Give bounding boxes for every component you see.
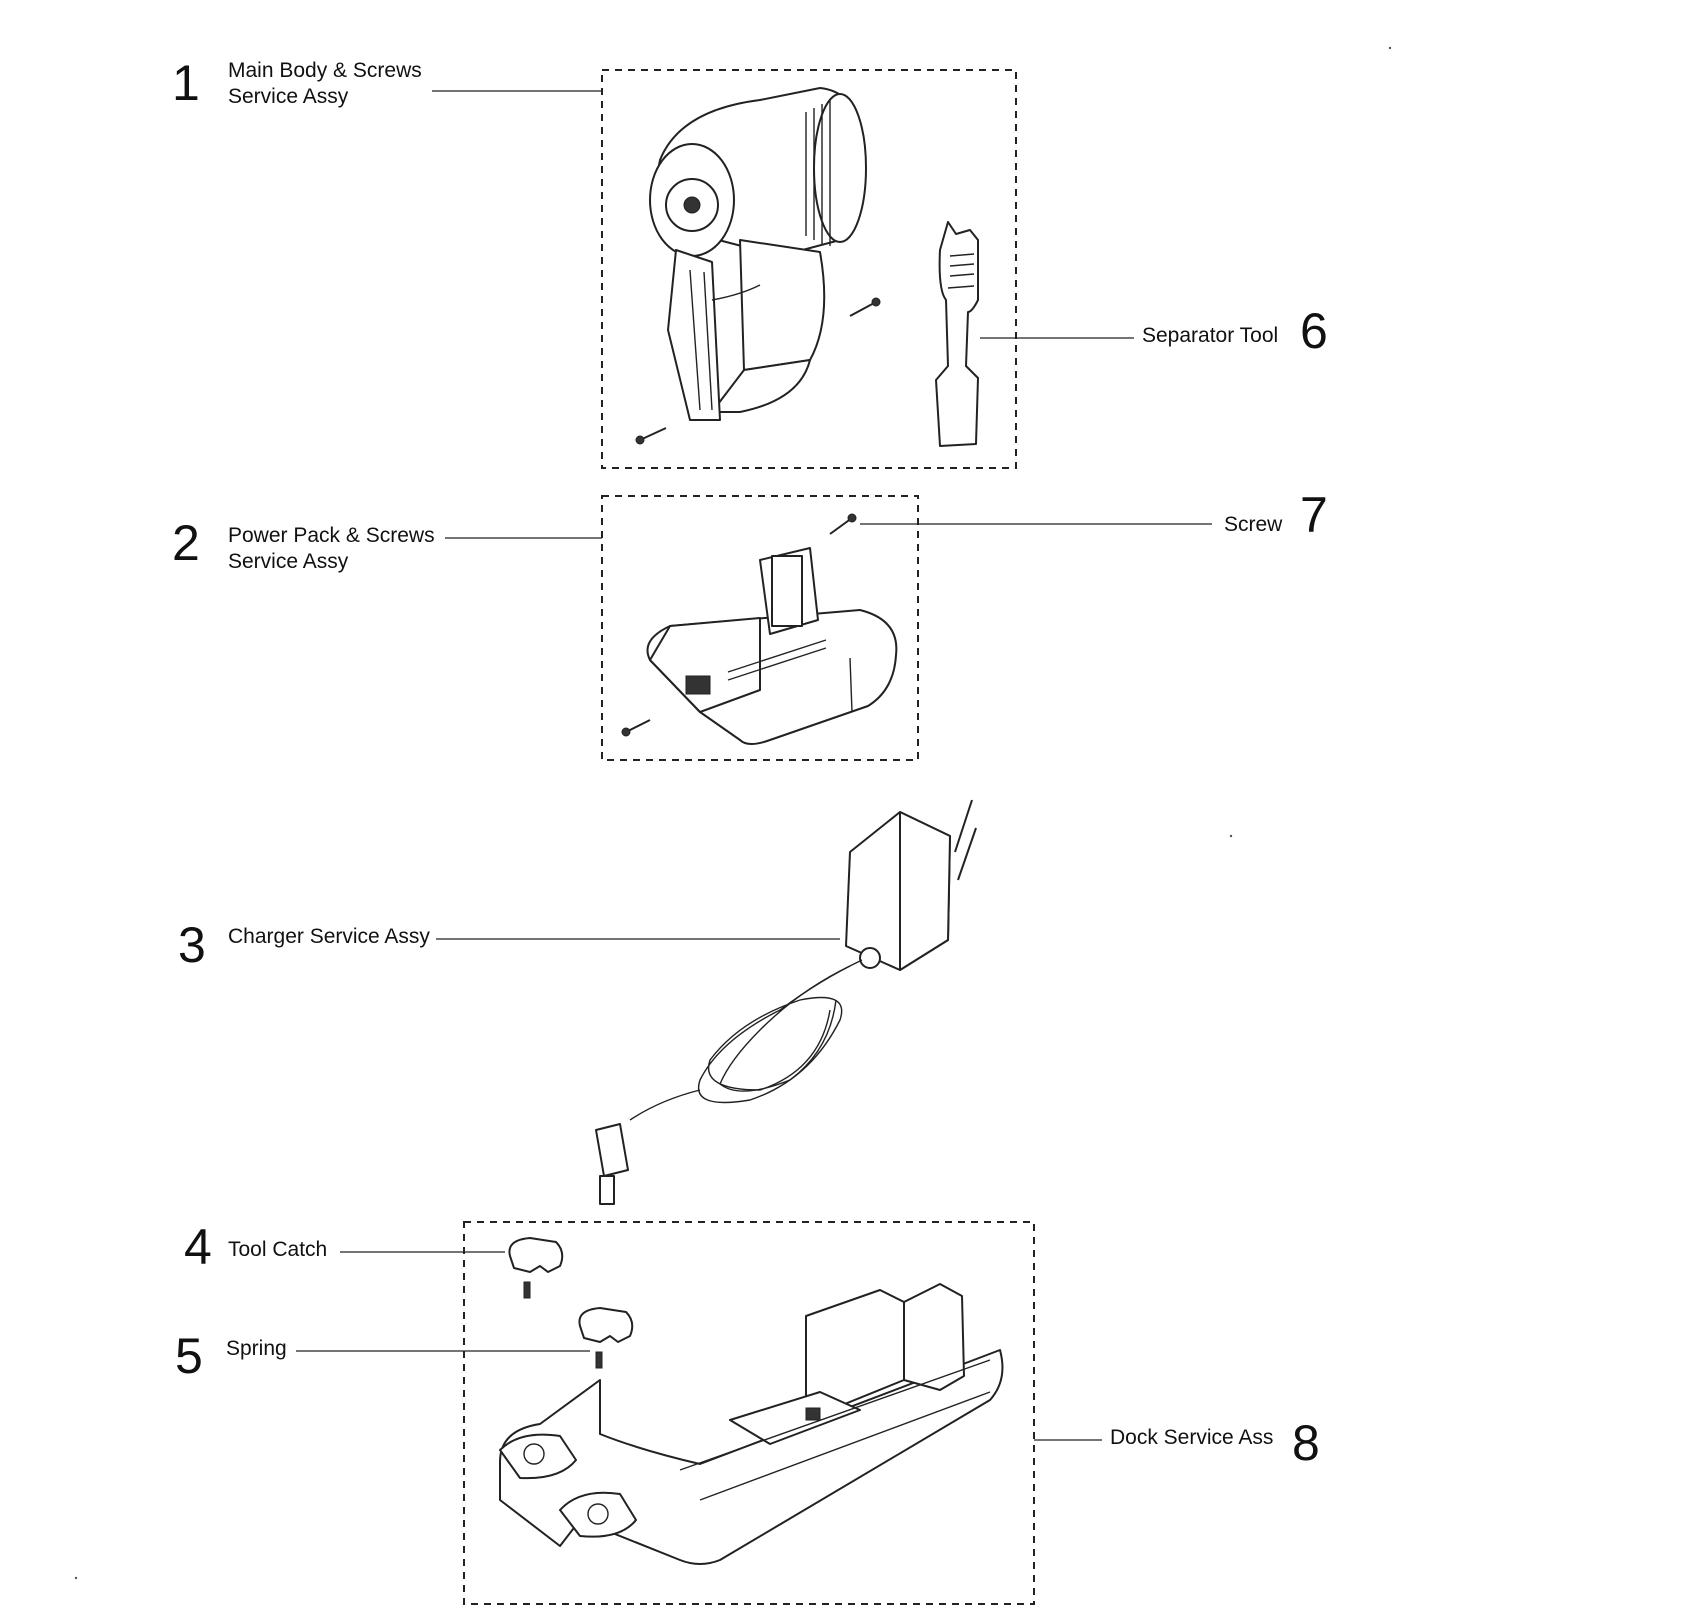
callout-number-1: 1 [172, 55, 200, 111]
callout-label-1-line2: Service Assy [228, 85, 349, 108]
callout-2: 2 Power Pack & Screws Service Assy [172, 515, 602, 573]
tool-catch-illustration [508, 1237, 634, 1343]
callout-number-4: 4 [184, 1219, 212, 1275]
callout-8: 8 Dock Service Ass [1034, 1415, 1320, 1471]
callout-number-8: 8 [1292, 1415, 1320, 1471]
power-pack-illustration [621, 513, 898, 745]
separator-tool-illustration [935, 221, 979, 447]
callout-5: 5 Spring [175, 1328, 590, 1384]
callout-6: 6 Separator Tool [980, 303, 1328, 359]
screw-icon [829, 513, 857, 535]
callout-label-8: Dock Service Ass [1110, 1426, 1273, 1449]
callout-number-2: 2 [172, 515, 200, 571]
callout-label-2-line1: Power Pack & Screws [228, 524, 435, 547]
callout-label-3: Charger Service Assy [228, 925, 430, 948]
callout-label-7: Screw [1224, 513, 1283, 536]
group-box-dock [463, 1221, 1035, 1605]
callout-4: 4 Tool Catch [184, 1219, 505, 1275]
callout-label-2-line2: Service Assy [228, 550, 349, 573]
callout-number-7: 7 [1300, 487, 1328, 543]
callout-label-4: Tool Catch [228, 1238, 327, 1261]
spring-illustration [523, 1281, 603, 1369]
callout-label-5: Spring [226, 1337, 287, 1360]
callout-1: 1 Main Body & Screws Service Assy [172, 55, 602, 111]
speck-mark [1229, 834, 1233, 838]
charger-illustration [595, 799, 977, 1205]
callout-number-5: 5 [175, 1328, 203, 1384]
callout-number-3: 3 [178, 917, 206, 973]
callout-7: 7 Screw [860, 487, 1328, 543]
callout-3: 3 Charger Service Assy [178, 917, 840, 973]
group-box-main-body [601, 69, 1017, 469]
screw-icon [621, 719, 651, 737]
group-box-power-pack [601, 495, 919, 761]
speck-mark [1388, 46, 1392, 50]
dock-illustration [499, 1283, 1004, 1565]
speck-mark [74, 1576, 78, 1580]
callout-label-1-line1: Main Body & Screws [228, 59, 422, 82]
screw-icon [635, 427, 667, 445]
main-body-illustration [635, 87, 881, 445]
screw-icon [849, 297, 881, 317]
callout-label-6: Separator Tool [1142, 324, 1278, 347]
callout-number-6: 6 [1300, 303, 1328, 359]
